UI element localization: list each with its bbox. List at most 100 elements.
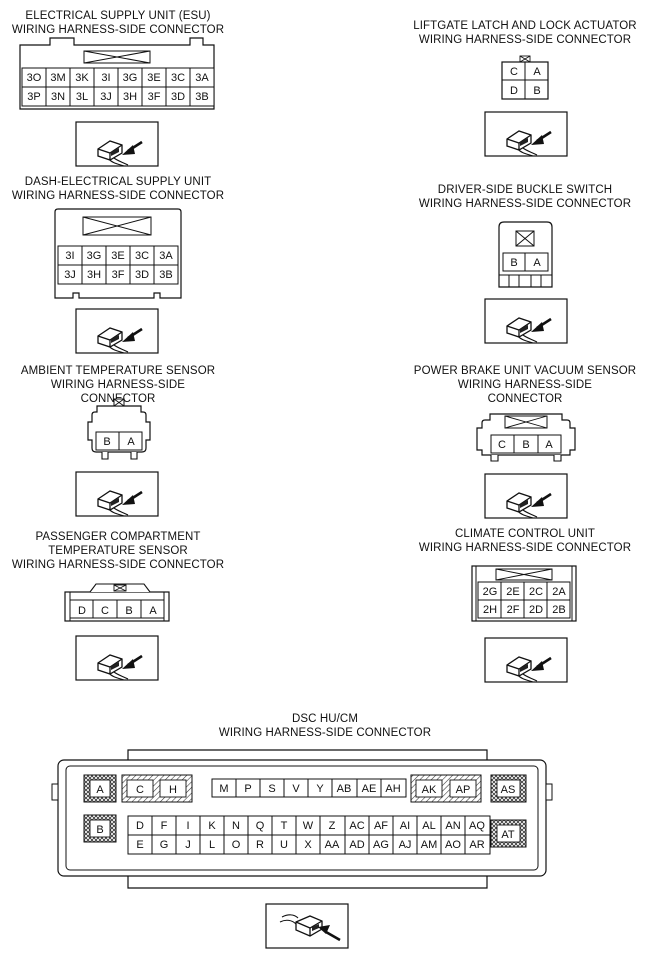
dsc-pin-mid-row: K	[208, 820, 216, 832]
esu-pin-bottom: 3P	[27, 91, 40, 103]
dsc-pin-top-row: Y	[316, 783, 324, 795]
climate-pin-bottom: 2F	[507, 604, 520, 616]
esu-title-line-1: ELECTRICAL SUPPLY UNIT (ESU)	[25, 10, 211, 22]
brake-pin: C	[498, 439, 506, 451]
esu-pin-top: 3K	[75, 72, 89, 84]
esu-pin-bottom: 3B	[195, 91, 208, 103]
dsc-pin-mid-row: W	[303, 820, 314, 832]
dsc-pin-top-row: V	[292, 783, 300, 795]
buckle-title-line-1: DRIVER-SIDE BUCKLE SWITCH	[437, 184, 613, 196]
brake-title-line-1: POWER BRAKE UNIT VACUUM SENSOR	[413, 365, 637, 377]
dsc-pin-top-row: AE	[362, 783, 377, 795]
dsc-pin-bot-row: AR	[469, 839, 484, 851]
passenger-pin: C	[101, 605, 109, 617]
esu-pin-top: 3C	[171, 72, 185, 84]
esu-pin-bottom: 3H	[123, 91, 137, 103]
climate-pin-top: 2G	[483, 586, 498, 598]
dsc-pin-bot-row: E	[136, 839, 143, 851]
dsc-pin-bot-row: R	[256, 839, 264, 851]
esu-title-line-2: WIRING HARNESS-SIDE CONNECTOR	[11, 24, 225, 36]
climate-title: CLIMATE CONTROL UNIT WIRING HARNESS-SIDE…	[410, 527, 640, 555]
passenger-title-line-3: WIRING HARNESS-SIDE CONNECTOR	[11, 559, 225, 571]
liftgate-title-line-2: WIRING HARNESS-SIDE CONNECTOR	[418, 34, 632, 46]
dsc-pin-top-row: P	[244, 783, 251, 795]
dsc-pin-bot-row: G	[160, 839, 169, 851]
buckle-plug-icon	[483, 297, 569, 345]
climate-pin-bottom: 2B	[552, 604, 565, 616]
brake-connector: C B A	[476, 413, 576, 462]
esu-pin-bottom: 3N	[51, 91, 65, 103]
passenger-title-line-2: TEMPERATURE SENSOR	[48, 545, 188, 557]
dsc-pin-bot-row: O	[232, 839, 241, 851]
esu-pin-bottom: 3D	[171, 91, 185, 103]
dsc-pin-mid-row: F	[161, 820, 168, 832]
dsc-pin-b: B	[96, 824, 103, 836]
esu-pin-top: 3O	[27, 72, 42, 84]
dsc-pin-bot-row: L	[209, 839, 215, 851]
liftgate-pin-top: C	[510, 66, 518, 78]
dsc-pin-bot-row: AD	[349, 839, 364, 851]
climate-pin-top: 2E	[506, 586, 519, 598]
dash-esu-pin-bottom: 3F	[112, 269, 125, 281]
dsc-pin-at: AT	[501, 829, 515, 841]
ambient-title-line-2: WIRING HARNESS-SIDE	[50, 379, 186, 391]
dsc-pin-top-row: AH	[385, 783, 400, 795]
passenger-pin: A	[149, 605, 157, 617]
dash-esu-connector: 3I 3G 3E 3C 3A 3J 3H 3F 3D 3B	[54, 208, 182, 299]
dsc-pin-bot-row: X	[304, 839, 312, 851]
liftgate-pin-bottom: D	[510, 85, 518, 97]
dsc-pin-mid-row: T	[281, 820, 288, 832]
brake-plug-icon	[483, 472, 569, 520]
liftgate-connector: C A D B	[501, 55, 549, 100]
esu-pin-top: 3I	[101, 72, 110, 84]
dsc-pin-mid-row: AN	[445, 820, 460, 832]
ambient-title-line-1: AMBIENT TEMPERATURE SENSOR	[20, 365, 216, 377]
esu-pin-bottom: 3L	[76, 91, 88, 103]
passenger-connector: D C B A	[64, 583, 170, 622]
climate-pin-bottom: 2D	[529, 604, 543, 616]
climate-pin-bottom: 2H	[483, 604, 497, 616]
dsc-pin-ap: AP	[456, 784, 471, 796]
dsc-pin-top-row: AB	[337, 783, 352, 795]
brake-title: POWER BRAKE UNIT VACUUM SENSOR WIRING HA…	[410, 364, 640, 406]
dsc-pin-bot-row: AG	[373, 839, 389, 851]
dash-esu-pin-top: 3C	[135, 250, 149, 262]
dash-esu-pin-bottom: 3H	[87, 269, 101, 281]
dash-esu-title-line-2: WIRING HARNESS-SIDE CONNECTOR	[11, 190, 225, 202]
dsc-pin-mid-row: Q	[256, 820, 265, 832]
dsc-pin-a: A	[96, 784, 104, 796]
dsc-pin-mid-row: Z	[329, 820, 336, 832]
passenger-plug-icon	[74, 634, 160, 682]
brake-title-line-2: WIRING HARNESS-SIDE	[457, 379, 593, 391]
dsc-pin-bot-row: U	[280, 839, 288, 851]
esu-pin-bottom: 3J	[100, 91, 112, 103]
dsc-pin-mid-row: I	[186, 820, 189, 832]
dash-esu-title: DASH-ELECTRICAL SUPPLY UNIT WIRING HARNE…	[8, 175, 228, 203]
passenger-title-line-1: PASSENGER COMPARTMENT	[35, 531, 201, 543]
brake-pin: B	[522, 439, 529, 451]
liftgate-plug-icon	[483, 110, 569, 158]
dash-esu-title-line-1: DASH-ELECTRICAL SUPPLY UNIT	[24, 176, 212, 188]
dash-esu-pin-top: 3I	[65, 250, 74, 262]
esu-pin-top: 3M	[50, 72, 65, 84]
dsc-pin-c: C	[136, 784, 144, 796]
dsc-pin-mid-row: AC	[349, 820, 364, 832]
passenger-pin: B	[125, 605, 132, 617]
climate-connector: 2G 2E 2C 2A 2H 2F 2D 2B	[471, 565, 577, 622]
dsc-pin-as: AS	[501, 784, 516, 796]
buckle-pin: A	[533, 257, 541, 269]
dsc-title-line-1: DSC HU/CM	[291, 713, 359, 725]
esu-pin-top: 3G	[123, 72, 138, 84]
buckle-title: DRIVER-SIDE BUCKLE SWITCH WIRING HARNESS…	[410, 183, 640, 211]
dash-esu-pin-top: 3A	[159, 250, 173, 262]
dash-esu-pin-bottom: 3D	[135, 269, 149, 281]
ambient-pin: A	[127, 436, 135, 448]
esu-pin-bottom: 3F	[148, 91, 161, 103]
esu-pin-top: 3A	[195, 72, 209, 84]
climate-pin-top: 2A	[552, 586, 566, 598]
brake-pin: A	[545, 439, 553, 451]
ambient-pin: B	[103, 436, 110, 448]
dsc-pin-mid-row: N	[232, 820, 240, 832]
dsc-pin-h: H	[169, 784, 177, 796]
